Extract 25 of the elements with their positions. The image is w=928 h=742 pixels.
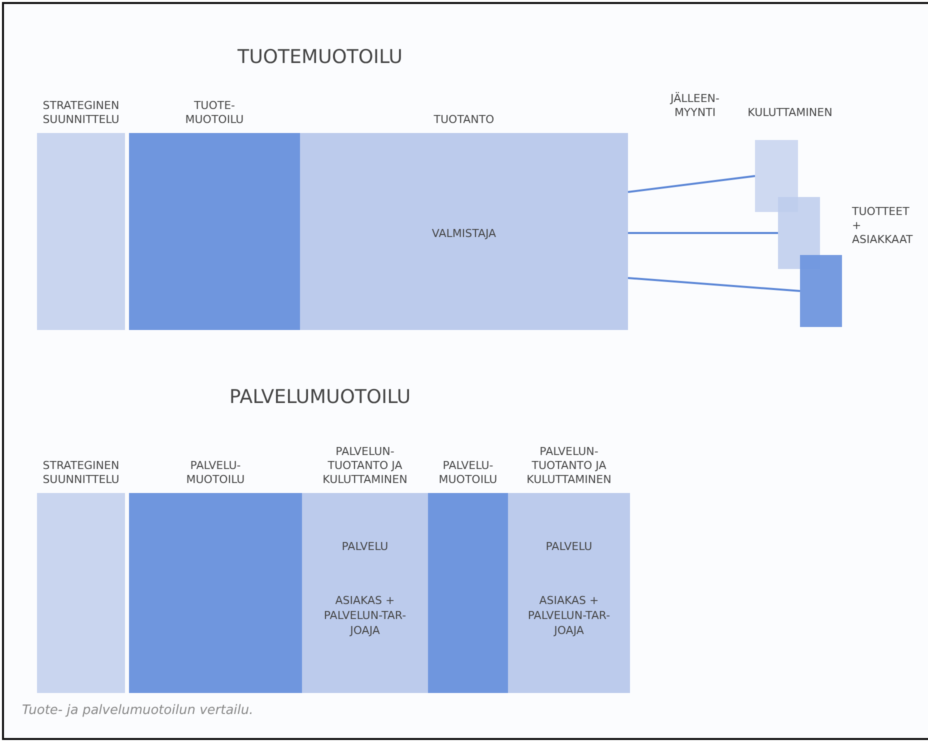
band-text: PALVELU bbox=[340, 539, 390, 554]
column-heading: PALVELU- MUOTOILU bbox=[185, 459, 246, 487]
column-heading: PALVELU- MUOTOILU bbox=[438, 459, 498, 487]
column-heading: TUOTE- MUOTOILU bbox=[184, 99, 245, 127]
column-heading: PALVELUN- TUOTANTO JA KULUTTAMINEN bbox=[526, 445, 612, 487]
square-box bbox=[755, 140, 798, 212]
band-text: VALMISTAJA bbox=[430, 226, 498, 241]
caption: Tuote- ja palvelumuotoilun vertailu. bbox=[22, 703, 254, 718]
band-text: ASIAKAS + PALVELUN-TAR- JOAJA bbox=[322, 593, 408, 638]
square-box bbox=[800, 255, 842, 327]
column-heading: PALVELUN- TUOTANTO JA KULUTTAMINEN bbox=[322, 445, 408, 487]
connector-line bbox=[628, 232, 778, 234]
stage-heading: JÄLLEEN- MYYNTI bbox=[669, 92, 720, 120]
band-text: PALVELU bbox=[544, 539, 594, 554]
connector-line bbox=[628, 175, 756, 193]
connector-line bbox=[628, 277, 800, 292]
section-title: PALVELUMUOTOILU bbox=[228, 386, 412, 408]
band-text: ASIAKAS + PALVELUN-TAR- JOAJA bbox=[526, 593, 612, 638]
group-label: TUOTTEET + ASIAKKAAT bbox=[852, 205, 914, 247]
square-box bbox=[778, 197, 820, 269]
stage-heading: KULUTTAMINEN bbox=[746, 106, 834, 120]
column-heading: TUOTANTO bbox=[432, 113, 496, 127]
column-heading: STRATEGINEN SUUNNITTELU bbox=[42, 99, 120, 127]
section-title: TUOTEMUOTOILU bbox=[236, 46, 404, 68]
column-heading: STRATEGINEN SUUNNITTELU bbox=[42, 459, 120, 487]
